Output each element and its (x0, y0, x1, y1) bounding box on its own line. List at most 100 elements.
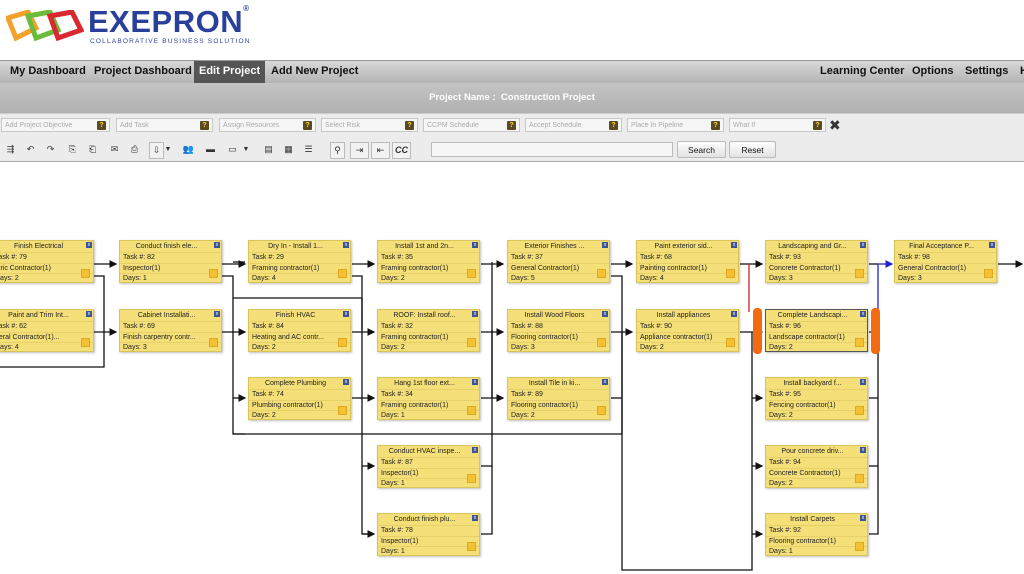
nav-add-new-project[interactable]: Add New Project (271, 65, 359, 77)
close-icon[interactable]: x (343, 379, 349, 385)
close-icon[interactable]: x (860, 515, 866, 521)
undo-icon[interactable]: ↶ (26, 144, 35, 154)
reset-button[interactable]: Reset (729, 141, 776, 158)
search-input[interactable] (431, 142, 673, 157)
close-icon[interactable]: x (602, 242, 608, 248)
grid-icon[interactable]: ▤ (264, 144, 273, 154)
close-icon[interactable]: x (343, 242, 349, 248)
nav-options[interactable]: Options (912, 65, 954, 77)
mail-icon[interactable]: ✉ (110, 144, 119, 154)
save-dropdown-icon[interactable]: ▼ (242, 146, 250, 153)
screen-icon[interactable]: ▬ (206, 144, 215, 154)
nav-settings[interactable]: Settings (965, 65, 1009, 77)
add-task-button[interactable]: Add Task? (116, 118, 213, 132)
close-icon[interactable]: x (343, 311, 349, 317)
export-icon[interactable]: ⇩ (149, 142, 164, 159)
select-risk-button[interactable]: Select Risk? (321, 118, 418, 132)
expand-icon[interactable]: ⇥ (350, 142, 369, 159)
close-icon[interactable]: x (731, 242, 737, 248)
list-icon[interactable]: ☰ (304, 144, 313, 154)
close-icon[interactable]: x (472, 242, 478, 248)
paste-icon[interactable]: ⎗ (88, 144, 97, 154)
what-if-button[interactable]: What If? (729, 118, 826, 132)
close-icon[interactable]: x (860, 311, 866, 317)
close-icon[interactable]: x (731, 311, 737, 317)
search-button[interactable]: Search (677, 141, 726, 158)
filter-icon[interactable]: ⚲ (330, 142, 345, 159)
close-icon[interactable]: x (472, 515, 478, 521)
collapse-icon[interactable]: ⇤ (371, 142, 390, 159)
close-icon[interactable]: x (472, 379, 478, 385)
close-icon[interactable]: x (214, 242, 220, 248)
help-icon[interactable]: ? (813, 121, 822, 130)
ccpm-schedule-button[interactable]: CCPM Schedule? (423, 118, 520, 132)
help-icon[interactable]: ? (97, 121, 106, 130)
users-icon[interactable]: 👥 (182, 144, 195, 154)
close-icon[interactable]: x (602, 311, 608, 317)
cc-icon[interactable]: CC (392, 142, 411, 159)
nav-edit-project[interactable]: Edit Project (194, 61, 266, 83)
close-icon[interactable]: x (86, 311, 92, 317)
assign-resources-button[interactable]: Assign Resources? (219, 118, 316, 132)
nav-help[interactable]: H (1020, 65, 1024, 77)
close-icon[interactable]: x (860, 242, 866, 248)
status-icon (209, 338, 218, 347)
close-icon[interactable]: x (472, 311, 478, 317)
feeding-buffer-right[interactable] (871, 308, 880, 354)
feeding-buffer-left[interactable] (753, 308, 762, 354)
help-icon[interactable]: ? (200, 121, 209, 130)
save-icon[interactable]: ▭ (228, 144, 237, 154)
redo-icon[interactable]: ↷ (46, 144, 55, 154)
export-dropdown-icon[interactable]: ▼ (164, 146, 172, 153)
copy-icon[interactable]: ⎘ (68, 144, 77, 154)
close-icon[interactable]: x (860, 379, 866, 385)
accept-schedule-button[interactable]: Accept Schedule? (525, 118, 622, 132)
close-icon[interactable]: x (86, 242, 92, 248)
help-icon[interactable]: ? (609, 121, 618, 130)
place-in-pipeline-button[interactable]: Place In Pipeline? (627, 118, 724, 132)
add-project-objective-button[interactable]: Add Project Objective? (1, 118, 110, 132)
split-view-icon[interactable]: ▦ (284, 144, 293, 154)
nav-learning-center[interactable]: Learning Center (820, 65, 905, 77)
close-icon[interactable]: x (989, 242, 995, 248)
help-icon[interactable]: ? (507, 121, 516, 130)
status-icon (855, 474, 864, 483)
help-icon[interactable]: ? (711, 121, 720, 130)
logo-tagline: COLLABORATIVE BUSINESS SOLUTION (90, 38, 251, 45)
print-icon[interactable]: ⎙ (130, 144, 139, 154)
nav-my-dashboard[interactable]: My Dashboard (10, 65, 86, 77)
close-icon[interactable]: x (214, 311, 220, 317)
close-icon[interactable]: x (860, 447, 866, 453)
close-icon[interactable]: x (602, 379, 608, 385)
close-icon[interactable]: x (472, 447, 478, 453)
help-icon[interactable]: ? (303, 121, 312, 130)
tools-icon[interactable]: ✖ (829, 117, 841, 133)
help-icon[interactable]: ? (405, 121, 414, 130)
layout-icon[interactable]: ⇶ (6, 144, 15, 154)
nav-project-dashboard[interactable]: Project Dashboard (94, 65, 192, 77)
